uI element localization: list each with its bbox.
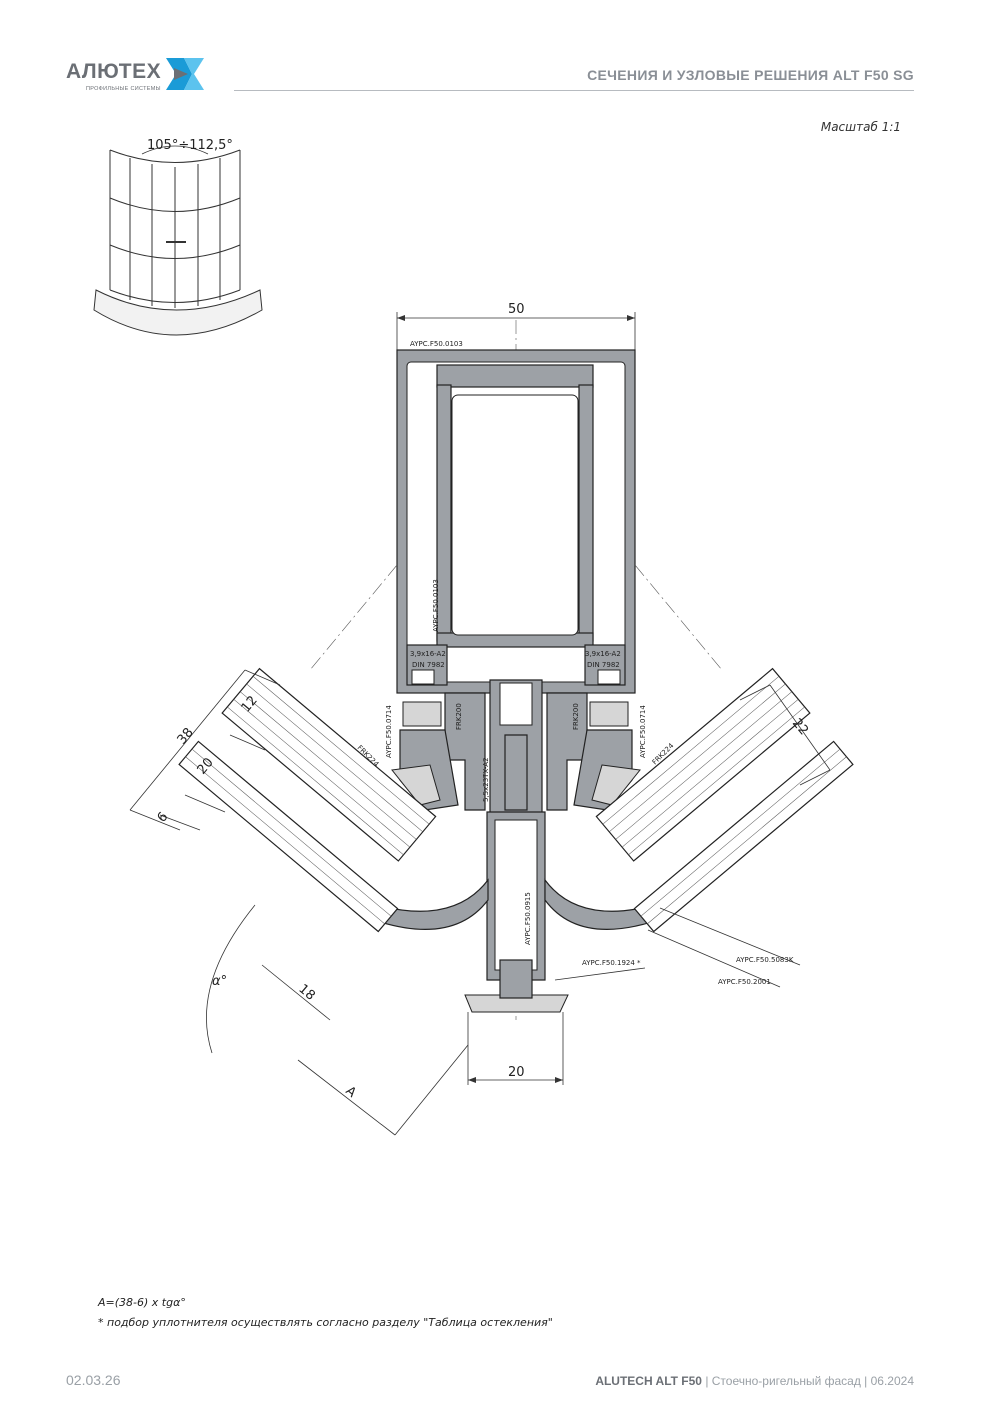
label-adapter-right: AYPC.F50.0714 (639, 705, 647, 758)
dim-38-text: 38 (175, 725, 197, 747)
header-divider (234, 90, 914, 91)
dim-18-line (261, 964, 331, 1021)
label-clamp-profile: AYPC.F50.0915 (524, 892, 532, 945)
label-screw-right-1: 3,9x16-A2 (585, 650, 621, 658)
dim-a-text: A (342, 1084, 359, 1101)
dim-20-bottom-text: 20 (508, 1065, 525, 1080)
label-frk200-right: FRK200 (572, 703, 580, 730)
label-adapter-left: AYPC.F50.0714 (385, 705, 393, 758)
label-profile-top: AYPC.F50.0103 (410, 340, 463, 348)
label-seal-5083: AYPC.F50.5083K (736, 956, 794, 964)
mullion-profile (396, 349, 636, 694)
footer-brand: ALUTECH ALT F50 (595, 1374, 702, 1388)
dim-50: 50 (396, 302, 636, 350)
glass-right (595, 667, 854, 933)
scale-label: Масштаб 1:1 (820, 120, 901, 134)
dim-left (129, 669, 281, 831)
logo-icon (166, 58, 204, 90)
label-frk200-left: FRK200 (455, 703, 463, 730)
label-gasket: AYPC.F50.1924 * (582, 959, 641, 967)
logo-text: АЛЮТЕХ (66, 60, 162, 83)
footer-description: | Стоечно-ригельный фасад | 06.2024 (701, 1374, 914, 1388)
alpha-arc (206, 904, 256, 1054)
dim-18-text: 18 (295, 982, 317, 1004)
alpha-label: α° (212, 974, 227, 989)
label-seal-2001: AYPC.F50.2001 (718, 978, 771, 986)
dim-right (739, 684, 831, 786)
label-profile-side: AYPC.F50.0103 (432, 579, 440, 632)
footer-date: 02.03.26 (66, 1372, 121, 1388)
label-screw-left-1: 3,9x16-A2 (410, 650, 446, 658)
label-screw-left-2: DIN 7982 (412, 661, 445, 669)
footer-info: ALUTECH ALT F50 | Стоечно-ригельный фаса… (595, 1374, 914, 1388)
footnote: * подбор уплотнителя осуществлять соглас… (98, 1316, 553, 1329)
label-screw-right-2: DIN 7982 (587, 661, 620, 669)
dim-6-text: 6 (155, 810, 172, 826)
dim-a-line (297, 1059, 396, 1136)
label-screw-center: 5,5x23TX-A2 (482, 757, 490, 802)
adapter-assembly (359, 679, 673, 1013)
logo-subtitle: ПРОФИЛЬНЫЕ СИСТЕМЫ (86, 86, 161, 92)
dim-20-bottom: 20 (467, 1012, 564, 1085)
dim-50-text: 50 (508, 302, 525, 317)
formula-note: A=(38-6) x tgα° (98, 1296, 186, 1309)
angle-range-label: 105°÷112,5° (147, 138, 233, 153)
glass-left (178, 667, 437, 933)
facade-pictogram: 105°÷112,5° (93, 138, 263, 336)
page-title: СЕЧЕНИЯ И УЗЛОВЫЕ РЕШЕНИЯ ALT F50 SG (587, 67, 914, 83)
